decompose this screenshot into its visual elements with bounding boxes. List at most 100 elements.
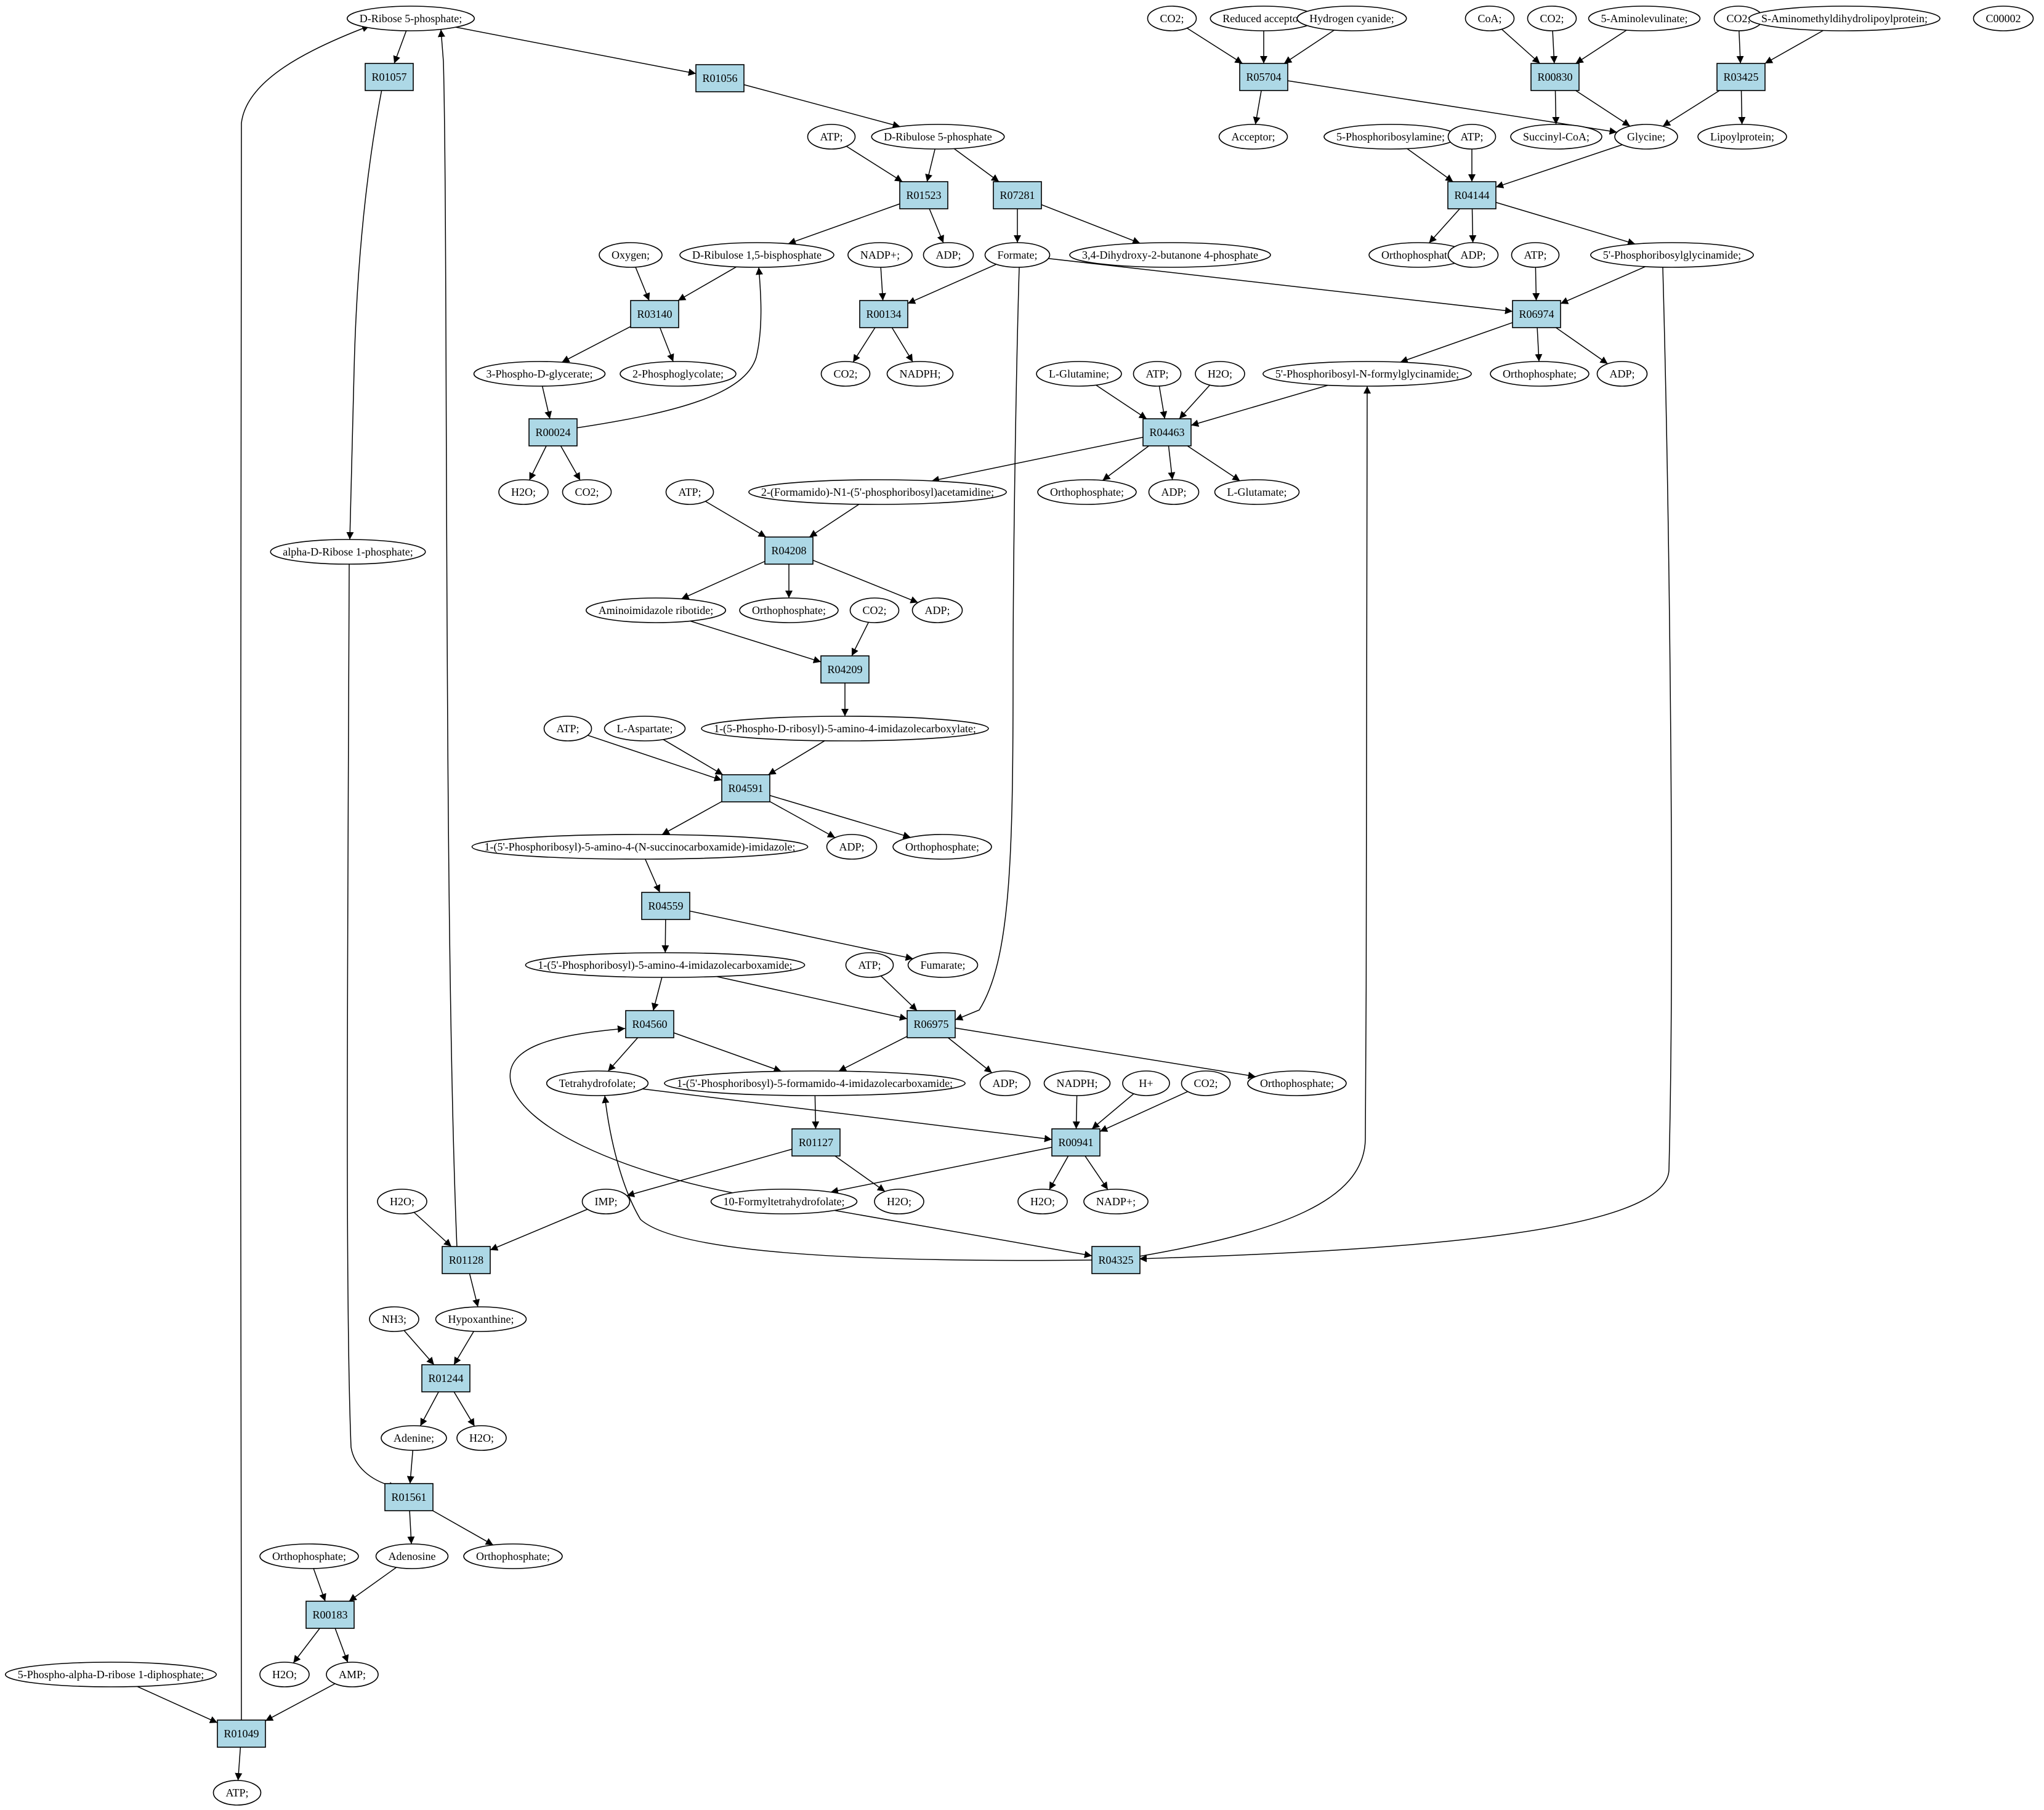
metabolite-atp-f[interactable]: ATP;: [543, 716, 592, 741]
reaction-r04560[interactable]: R04560: [625, 1010, 674, 1038]
metabolite-hplus[interactable]: H+: [1122, 1070, 1170, 1096]
metabolite-ortho-g[interactable]: Orthophosphate;: [259, 1543, 359, 1569]
metabolite-adp-c[interactable]: ADP;: [1596, 361, 1648, 387]
metabolite-co2-b[interactable]: CO2;: [1527, 6, 1577, 31]
reaction-r05704[interactable]: R05704: [1239, 63, 1288, 91]
metabolite-ortho-f[interactable]: Orthophosphate;: [1247, 1070, 1347, 1096]
metabolite-formate[interactable]: Formate;: [984, 242, 1051, 268]
reaction-r04325[interactable]: R04325: [1091, 1246, 1141, 1274]
metabolite-atp-h[interactable]: ATP;: [212, 1780, 262, 1806]
reaction-r04209[interactable]: R04209: [820, 655, 870, 684]
metabolite-co2-f[interactable]: CO2;: [849, 597, 900, 623]
metabolite-nadpp-b[interactable]: NADP+;: [1083, 1189, 1149, 1214]
metabolite-lipoyl[interactable]: Lipoylprotein;: [1697, 124, 1787, 150]
metabolite-dhbp[interactable]: 3,4-Dihydroxy-2-butanone 4-phosphate: [1069, 242, 1271, 268]
metabolite-atp-a[interactable]: ATP;: [807, 124, 856, 150]
metabolite-nadph-a[interactable]: NADPH;: [886, 361, 954, 387]
metabolite-adenine[interactable]: Adenine;: [381, 1425, 447, 1451]
reaction-r06974[interactable]: R06974: [1512, 300, 1561, 328]
metabolite-faicar[interactable]: 1-(5'-Phosphoribosyl)-5-formamido-4-imid…: [664, 1070, 966, 1096]
metabolite-c00002[interactable]: C00002: [1973, 6, 2034, 31]
metabolite-redacc[interactable]: Reduced acceptor;: [1210, 6, 1318, 31]
metabolite-co2-e[interactable]: CO2;: [562, 479, 612, 505]
reaction-r00024[interactable]: R00024: [528, 418, 578, 446]
metabolite-h2o-c[interactable]: H2O;: [377, 1189, 427, 1214]
metabolite-h2o-e[interactable]: H2O;: [1017, 1189, 1068, 1214]
metabolite-thf[interactable]: Tetrahydrofolate;: [546, 1070, 649, 1096]
metabolite-prpp[interactable]: 5-Phospho-alpha-D-ribose 1-diphosphate;: [4, 1662, 217, 1687]
metabolite-fgam[interactable]: 2-(Formamido)-N1-(5'-phosphoribosyl)acet…: [748, 479, 1007, 505]
reaction-r03425[interactable]: R03425: [1716, 63, 1766, 91]
metabolite-atp-g[interactable]: ATP;: [845, 952, 894, 978]
reaction-r04208[interactable]: R04208: [764, 536, 814, 565]
reaction-r01523[interactable]: R01523: [899, 181, 948, 209]
metabolite-acceptor[interactable]: Acceptor;: [1218, 124, 1288, 150]
reaction-r01244[interactable]: R01244: [421, 1364, 471, 1392]
metabolite-atp-b[interactable]: ATP;: [1447, 124, 1497, 150]
metabolite-glu[interactable]: L-Glutamate;: [1214, 479, 1300, 505]
metabolite-rubp[interactable]: D-Ribulose 1,5-bisphosphate: [679, 242, 834, 268]
metabolite-3pg[interactable]: 3-Phospho-D-glycerate;: [473, 361, 606, 387]
metabolite-adp-a[interactable]: ADP;: [923, 242, 974, 268]
metabolite-h2o-b[interactable]: H2O;: [498, 479, 549, 505]
metabolite-r1p[interactable]: alpha-D-Ribose 1-phosphate;: [270, 539, 426, 565]
metabolite-co2-d[interactable]: CO2;: [820, 361, 871, 387]
metabolite-imp[interactable]: IMP;: [581, 1189, 631, 1214]
metabolite-fgar[interactable]: 5'-Phosphoribosyl-N-formylglycinamide;: [1262, 361, 1472, 387]
metabolite-10fthf[interactable]: 10-Formyltetrahydrofolate;: [710, 1189, 858, 1214]
metabolite-ortho-c[interactable]: Orthophosphate;: [1037, 479, 1137, 505]
metabolite-co2-g[interactable]: CO2;: [1181, 1070, 1231, 1096]
metabolite-gln[interactable]: L-Glutamine;: [1036, 361, 1122, 387]
metabolite-nadph-b[interactable]: NADPH;: [1043, 1070, 1111, 1096]
metabolite-h2o-g[interactable]: H2O;: [259, 1662, 310, 1687]
metabolite-succoa[interactable]: Succinyl-CoA;: [1510, 124, 1602, 150]
reaction-r04559[interactable]: R04559: [641, 892, 690, 920]
metabolite-asp[interactable]: L-Aspartate;: [604, 716, 686, 741]
metabolite-co2-c[interactable]: CO2;: [1713, 6, 1764, 31]
metabolite-h2o-f[interactable]: H2O;: [456, 1425, 507, 1451]
reaction-r01561[interactable]: R01561: [384, 1483, 434, 1511]
reaction-r04144[interactable]: R04144: [1447, 181, 1497, 209]
reaction-r04463[interactable]: R04463: [1142, 418, 1192, 446]
reaction-r01049[interactable]: R01049: [217, 1719, 266, 1748]
reaction-r06975[interactable]: R06975: [907, 1010, 956, 1038]
reaction-r01128[interactable]: R01128: [442, 1246, 491, 1274]
metabolite-hcn[interactable]: Hydrogen cyanide;: [1296, 6, 1407, 31]
metabolite-adp-e[interactable]: ADP;: [911, 597, 963, 623]
metabolite-5pra[interactable]: 5-Phosphoribosylamine;: [1323, 124, 1458, 150]
metabolite-amdhl[interactable]: S-Aminomethyldihydrolipoylprotein;: [1748, 6, 1941, 31]
reaction-r07281[interactable]: R07281: [993, 181, 1042, 209]
metabolite-nh3[interactable]: NH3;: [369, 1306, 419, 1332]
reaction-r00830[interactable]: R00830: [1530, 63, 1580, 91]
metabolite-r5p[interactable]: D-Ribose 5-phosphate;: [346, 6, 475, 31]
metabolite-atp-d[interactable]: ATP;: [1133, 361, 1182, 387]
metabolite-glycine[interactable]: Glycine;: [1614, 124, 1678, 150]
metabolite-h2o-a[interactable]: H2O;: [1195, 361, 1245, 387]
metabolite-adenosine[interactable]: Adenosine: [375, 1543, 449, 1569]
metabolite-amp[interactable]: AMP;: [326, 1662, 379, 1687]
metabolite-hypox[interactable]: Hypoxanthine;: [435, 1306, 527, 1332]
metabolite-nadpp-a[interactable]: NADP+;: [847, 242, 913, 268]
reaction-r01056[interactable]: R01056: [695, 64, 745, 92]
metabolite-oxygen[interactable]: Oxygen;: [599, 242, 663, 268]
reaction-r00134[interactable]: R00134: [859, 300, 908, 328]
metabolite-atp-e[interactable]: ATP;: [665, 479, 714, 505]
metabolite-ortho-b[interactable]: Orthophosphate;: [1490, 361, 1590, 387]
metabolite-cair[interactable]: 1-(5-Phospho-D-ribosyl)-5-amino-4-imidaz…: [701, 716, 989, 741]
metabolite-adp-d[interactable]: ADP;: [1148, 479, 1200, 505]
reaction-r04591[interactable]: R04591: [721, 774, 770, 802]
metabolite-air[interactable]: Aminoimidazole ribotide;: [585, 597, 727, 623]
metabolite-ru5p[interactable]: D-Ribulose 5-phosphate: [871, 124, 1005, 150]
metabolite-saicar[interactable]: 1-(5'-Phosphoribosyl)-5-amino-4-(N-succi…: [471, 834, 809, 860]
metabolite-adp-f[interactable]: ADP;: [826, 834, 878, 860]
metabolite-coa[interactable]: CoA;: [1464, 6, 1515, 31]
metabolite-ortho-d[interactable]: Orthophosphate;: [739, 597, 839, 623]
reaction-r01127[interactable]: R01127: [791, 1128, 841, 1157]
metabolite-aicar[interactable]: 1-(5'-Phosphoribosyl)-5-amino-4-imidazol…: [525, 952, 806, 978]
reaction-r03140[interactable]: R03140: [630, 300, 679, 328]
reaction-r00941[interactable]: R00941: [1051, 1128, 1101, 1157]
metabolite-fumarate[interactable]: Fumarate;: [907, 952, 979, 978]
metabolite-ala[interactable]: 5-Aminolevulinate;: [1588, 6, 1701, 31]
metabolite-ortho-a[interactable]: Orthophosphate;: [1368, 242, 1468, 268]
reaction-r01057[interactable]: R01057: [365, 63, 414, 91]
